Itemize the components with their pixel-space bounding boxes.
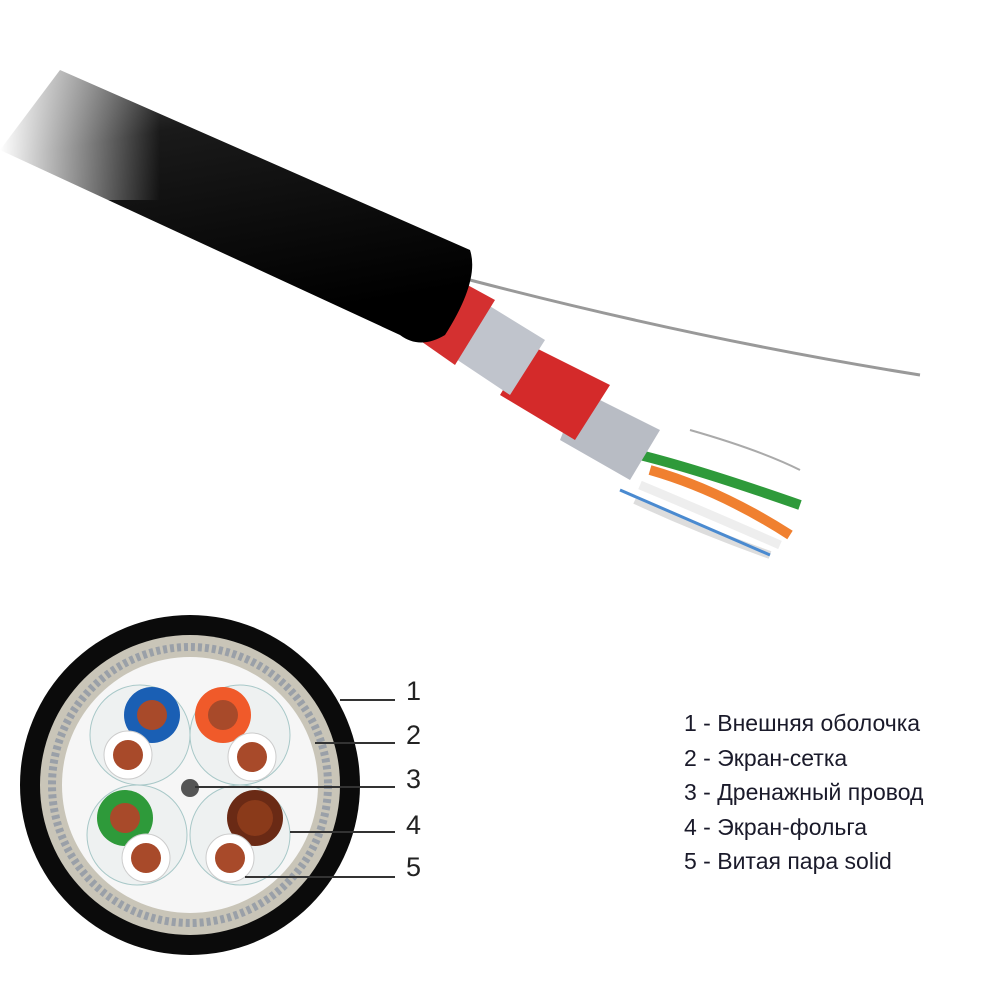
legend-item-3: 3 - Дренажный провод [684, 779, 924, 805]
callout-5: 5 [406, 852, 422, 882]
cable-photo [0, 40, 921, 559]
callout-3: 3 [406, 764, 422, 794]
legend-item-2: 2 - Экран-сетка [684, 744, 848, 771]
callout-4: 4 [406, 810, 422, 840]
legend-item-1: 1 - Внешняя оболочка [684, 710, 921, 736]
pair-orange [189, 684, 291, 786]
drain-wire [469, 278, 921, 377]
legend-item-5: 5 - Витая пара solid [684, 848, 892, 874]
cross-section [20, 615, 395, 955]
drain-wire-dot [181, 779, 199, 797]
pair-green [86, 784, 188, 886]
callout-lines [195, 699, 395, 878]
pair-brown [189, 784, 291, 886]
twisted-pairs [619, 450, 802, 559]
callout-2: 2 [406, 720, 422, 750]
foil-red-2 [500, 345, 610, 440]
legend: 1 - Внешняя оболочка 2 - Экран-сетка 3 -… [684, 706, 923, 879]
callout-1: 1 [406, 676, 422, 706]
legend-item-4: 4 - Экран-фольга [684, 813, 868, 840]
pair-blue [89, 684, 191, 786]
